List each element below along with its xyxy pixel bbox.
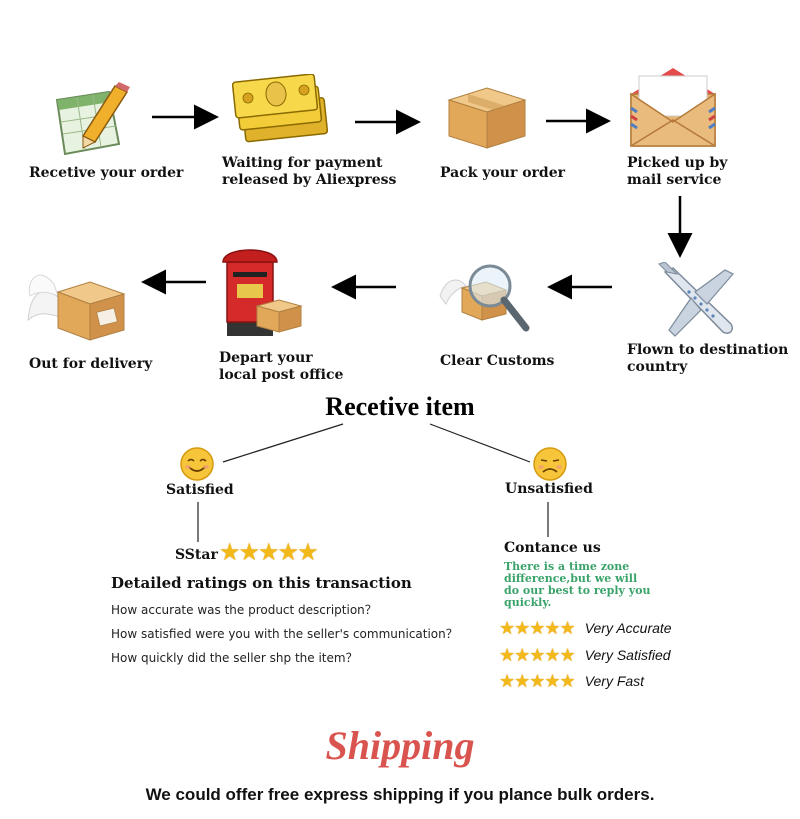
step-label-waiting-payment: Waiting for payment released by Aliexpre… (222, 155, 397, 188)
box-icon (447, 87, 527, 149)
rating-text: Very Satisfied (584, 647, 671, 663)
sad-face-icon (533, 447, 567, 481)
five-star-label: SStar (175, 547, 218, 563)
rating-row-fast: ★★★★★ Very Fast (499, 670, 645, 692)
rating-row-satisfied: ★★★★★ Very Satisfied (499, 644, 671, 666)
rating-text: Very Accurate (584, 620, 672, 636)
five-star-rating: ★★★★★ (219, 538, 319, 566)
unsatisfied-label: Unsatisfied (505, 481, 593, 497)
rating-row-accurate: ★★★★★ Very Accurate (499, 617, 672, 639)
star-rating: ★★★★★ (499, 617, 576, 639)
step-label-receive-order: Recetive your order (29, 165, 184, 181)
magnifier-box-icon (439, 264, 530, 332)
question-communication: How satisfied were you with the seller's… (111, 627, 458, 641)
rating-text: Very Fast (584, 673, 645, 689)
shipping-title: Shipping (325, 723, 475, 768)
contact-us-title[interactable]: Contance us (504, 540, 601, 556)
branch-left (222, 423, 344, 463)
star-rating: ★★★★★ (499, 644, 576, 666)
step-label-depart-post-office: Depart your local post office (219, 350, 344, 383)
step-label-flown: Flown to destination country (627, 342, 789, 375)
contact-note: There is a time zone difference,but we w… (504, 560, 651, 609)
spreadsheet-pencil-icon (55, 82, 130, 156)
mailbox-icon (222, 249, 303, 336)
winged-box-icon (27, 274, 126, 341)
envelope-icon (630, 68, 716, 147)
star-rating: ★★★★★ (499, 670, 576, 692)
receive-item-title: Recetive item (325, 392, 475, 421)
step-label-out-for-delivery: Out for delivery (29, 356, 153, 372)
step-label-pack-order: Pack your order (440, 165, 566, 181)
branch-right (429, 423, 531, 463)
happy-face-icon (180, 447, 214, 481)
step-label-picked-up: Picked up by mail service (627, 155, 728, 188)
money-icon (232, 74, 329, 143)
step-label-clear-customs: Clear Customs (440, 353, 555, 369)
question-accuracy: How accurate was the product description… (111, 603, 377, 617)
satisfied-label: Satisfied (166, 482, 234, 498)
airplane-icon (658, 262, 734, 337)
question-shipping-speed: How quickly did the seller shp the item？ (111, 651, 358, 665)
detailed-ratings-title: Detailed ratings on this transaction (111, 574, 412, 592)
shipping-subtitle: We could offer free express shipping if … (145, 785, 655, 804)
